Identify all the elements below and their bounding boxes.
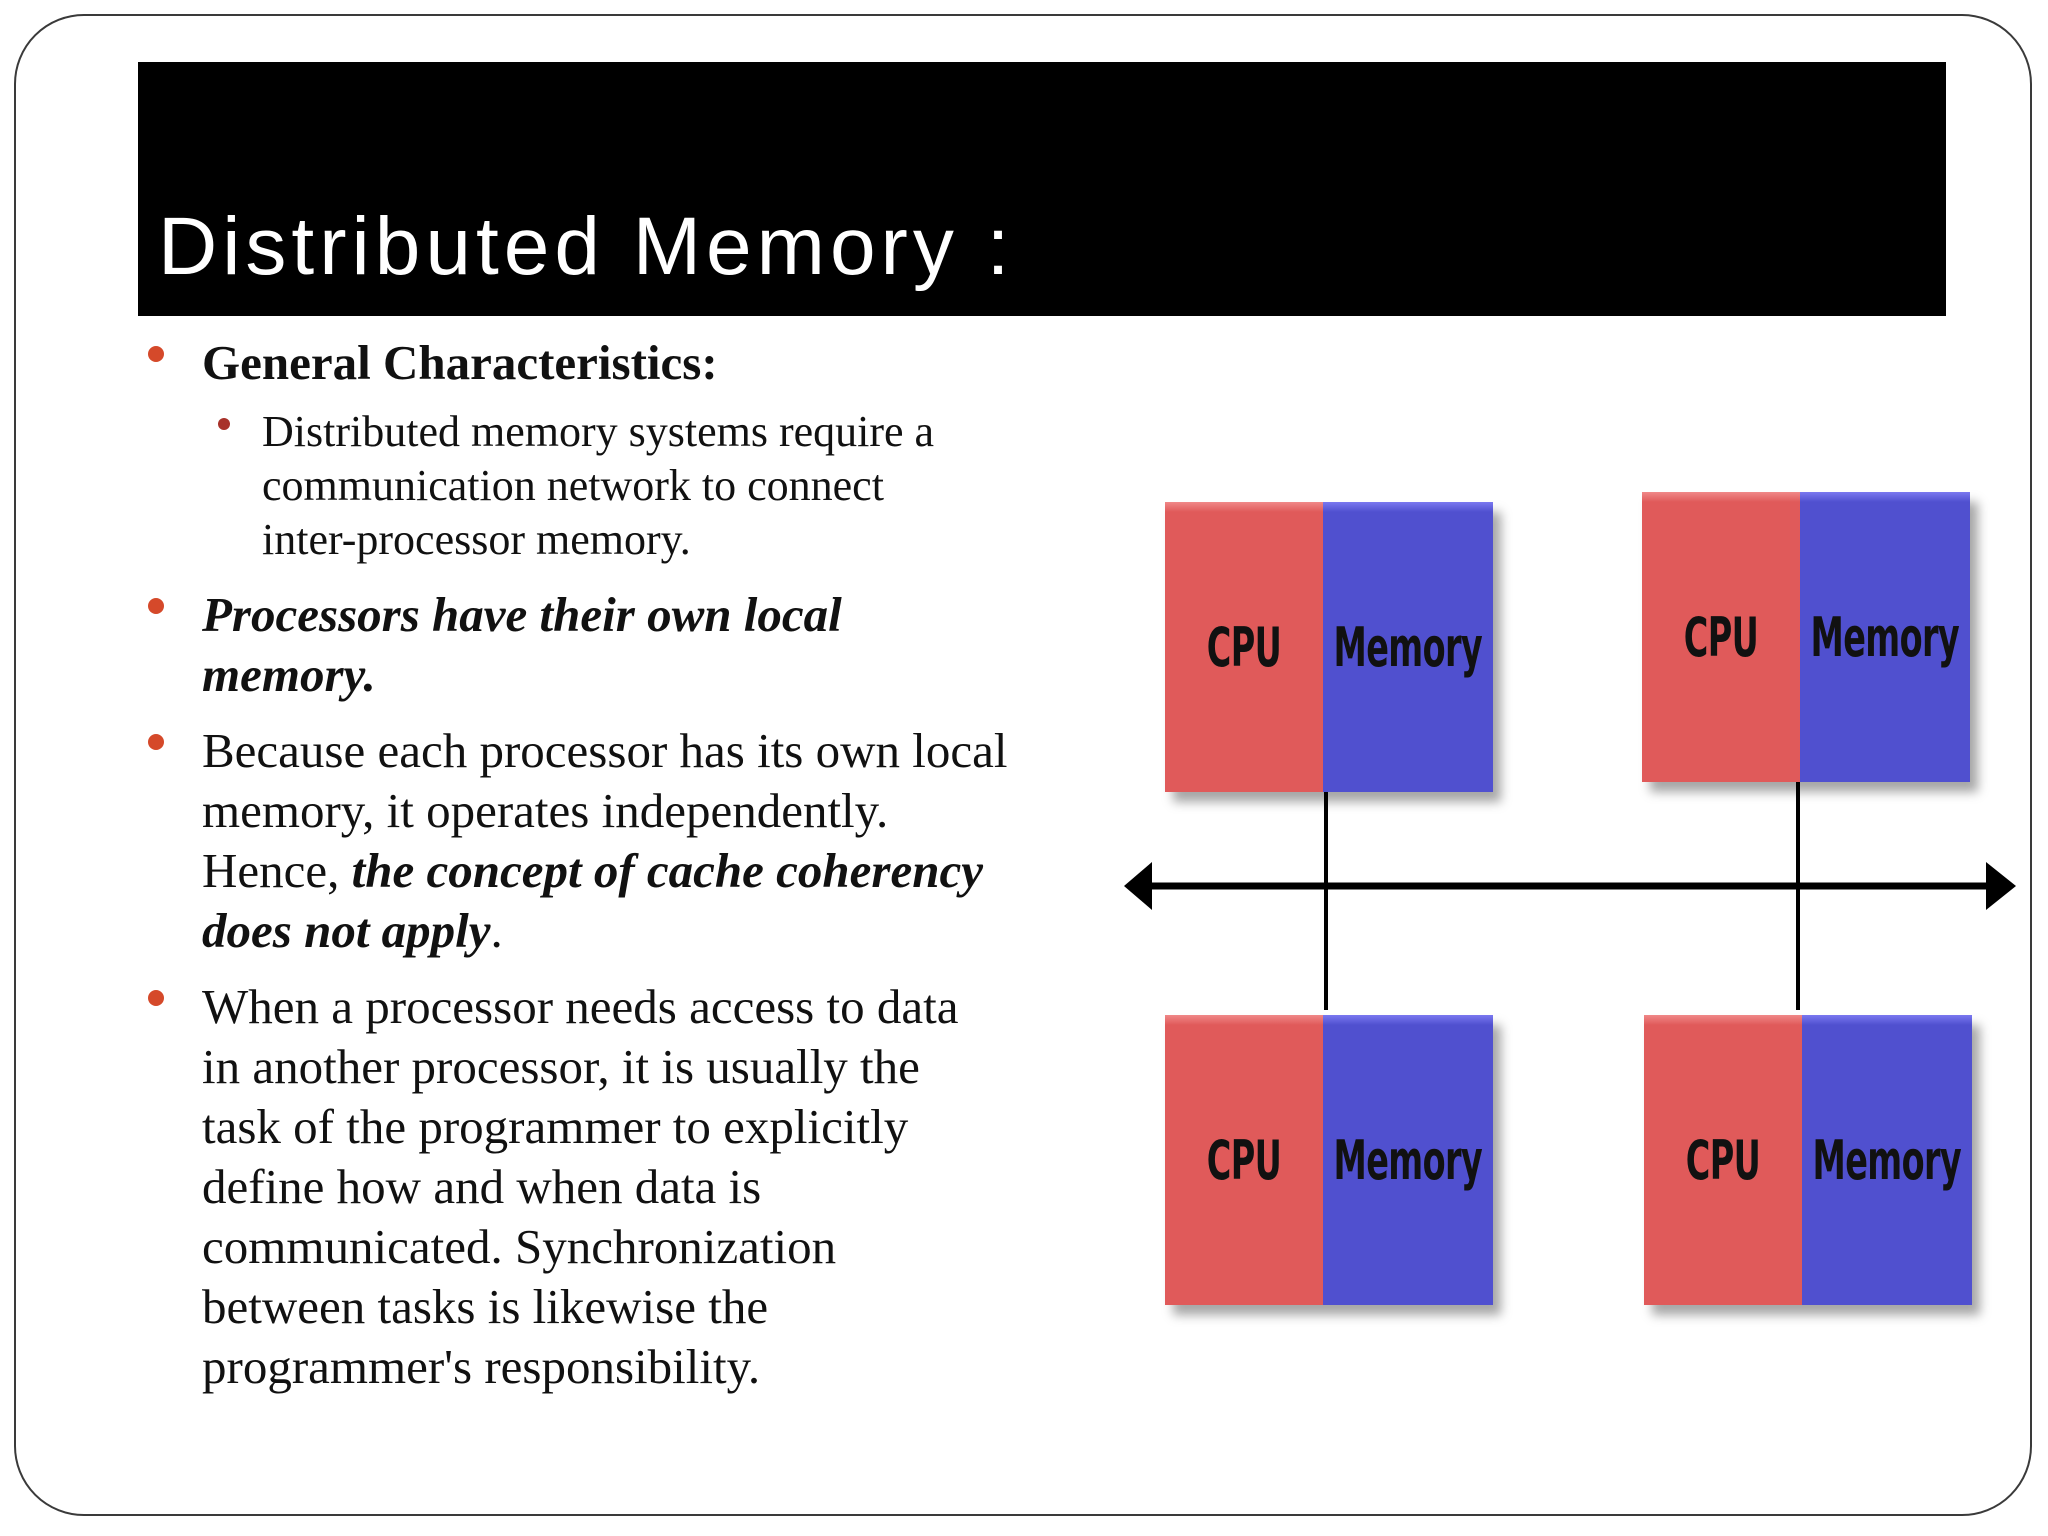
bullet-heading-general: General Characteristics:: [202, 335, 718, 390]
bullet-dot: [148, 990, 164, 1006]
bullet-line-data-access: define how and when data is: [202, 1159, 762, 1214]
plain-text: .: [490, 903, 503, 958]
bullet-line-data-access: communicated. Synchronization: [202, 1219, 837, 1274]
cpu-block: CPU: [1165, 502, 1323, 792]
bullet-line-data-access: programmer's responsibility.: [202, 1339, 761, 1394]
processor-node: CPU Memory: [1642, 492, 1970, 782]
processor-node: CPU Memory: [1644, 1015, 1972, 1305]
memory-block: Memory: [1323, 1015, 1493, 1305]
cpu-label: CPU: [1683, 605, 1759, 669]
slide-title: Distributed Memory :: [158, 201, 1015, 292]
plain-text: Hence,: [202, 843, 352, 898]
cpu-label: CPU: [1206, 1128, 1282, 1192]
memory-label: Memory: [1812, 1128, 1962, 1192]
memory-label: Memory: [1333, 615, 1483, 679]
bullet-line-data-access: in another processor, it is usually the: [202, 1039, 920, 1094]
bullet-line-cache-coherency: Hence, the concept of cache coherency: [202, 842, 983, 899]
bullet-line-independent: memory, it operates independently.: [202, 783, 889, 838]
emphasis-text: does not apply: [202, 903, 491, 958]
bullet-line-data-access: task of the programmer to explicitly: [202, 1099, 909, 1154]
cpu-label: CPU: [1685, 1128, 1761, 1192]
bullet-line-data-access: When a processor needs access to data: [202, 979, 959, 1034]
bus-arrow-right: [1986, 862, 2016, 910]
distributed-memory-diagram: CPU Memory CPU Memory CPU Memory CPU Mem…: [1120, 480, 2020, 1340]
bullet-dot: [148, 598, 164, 614]
slide-content: General Characteristics: Distributed mem…: [148, 335, 1008, 1394]
bullet-line-local-memory: Processors have their own local: [202, 587, 842, 642]
sub-bullet-line: Distributed memory systems require a: [262, 407, 935, 456]
bullet-line-independent: Because each processor has its own local: [202, 723, 1008, 778]
sub-bullet-line: inter-processor memory.: [262, 515, 691, 564]
memory-block: Memory: [1800, 492, 1970, 782]
bullet-line-local-memory: memory.: [202, 647, 376, 702]
processor-node: CPU Memory: [1165, 502, 1493, 792]
memory-label: Memory: [1333, 1128, 1483, 1192]
bullet-line-data-access: between tasks is likewise the: [202, 1279, 769, 1334]
processor-node: CPU Memory: [1165, 1015, 1493, 1305]
cpu-block: CPU: [1165, 1015, 1323, 1305]
memory-block: Memory: [1802, 1015, 1972, 1305]
memory-label: Memory: [1810, 605, 1960, 669]
sub-bullet-line: communication network to connect: [262, 461, 884, 510]
interconnect-bus: [1124, 780, 2016, 1010]
cpu-block: CPU: [1644, 1015, 1802, 1305]
title-bar: Distributed Memory :: [138, 62, 1946, 316]
bullet-line-cache-coherency: does not apply.: [202, 902, 503, 959]
cpu-label: CPU: [1206, 615, 1282, 679]
memory-block: Memory: [1323, 502, 1493, 792]
sub-bullet-dot: [218, 418, 230, 430]
bullet-dot: [148, 734, 164, 750]
bullet-dot: [148, 346, 164, 362]
cpu-block: CPU: [1642, 492, 1800, 782]
bus-arrow-left: [1124, 862, 1152, 910]
emphasis-text: the concept of cache coherency: [351, 843, 983, 898]
